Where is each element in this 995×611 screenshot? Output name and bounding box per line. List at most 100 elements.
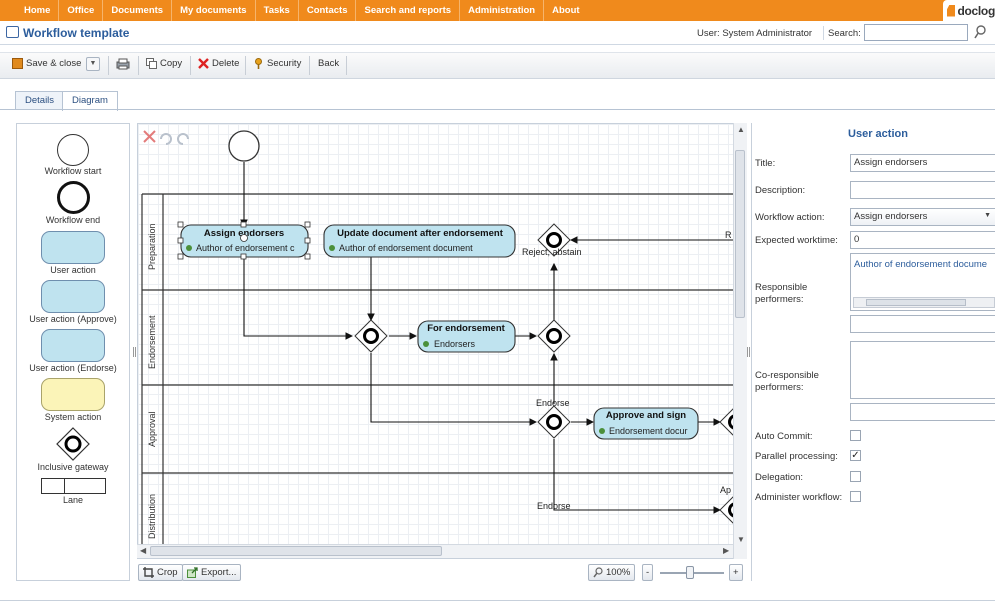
export-button[interactable]: Export... <box>182 564 242 581</box>
tab-diagram[interactable]: Diagram <box>62 91 118 111</box>
workflow-diagram[interactable]: Preparation Endorsement Approval Distrib… <box>138 124 747 559</box>
workflow-template-icon <box>6 26 19 38</box>
palette-label-inclusive-gateway: Inclusive gateway <box>37 462 109 472</box>
properties-splitter-grip[interactable] <box>747 347 750 357</box>
co-responsible-performers-list[interactable] <box>850 341 995 399</box>
user-icon <box>599 428 605 434</box>
nav-office[interactable]: Office <box>59 0 104 21</box>
lane-endorsement[interactable]: Endorsement <box>147 315 157 369</box>
toolbar-separator <box>108 56 109 75</box>
palette-label-system-action: System action <box>44 412 102 422</box>
back-button[interactable]: Back <box>318 58 339 69</box>
lane-distribution[interactable]: Distribution <box>147 494 157 539</box>
palette-user-action-approve[interactable] <box>41 280 105 313</box>
export-icon <box>187 567 198 578</box>
footer-divider <box>0 600 995 601</box>
logo-text: doclog <box>957 3 995 18</box>
zoom-reset-button[interactable]: 100% <box>588 564 636 581</box>
node-update-document[interactable]: Update document after endorsement Author… <box>323 224 516 258</box>
gateway-reject[interactable] <box>537 223 571 257</box>
palette-workflow-start[interactable] <box>57 134 89 166</box>
scroll-right-icon[interactable]: ▶ <box>723 546 730 555</box>
search-icon[interactable] <box>974 25 986 39</box>
security-label: Security <box>267 58 302 69</box>
nav-tasks[interactable]: Tasks <box>256 0 299 21</box>
search-label: Search: <box>828 28 861 39</box>
toolbar-separator <box>190 56 191 75</box>
palette-user-action[interactable] <box>41 231 105 264</box>
undo-icon[interactable] <box>160 133 172 145</box>
nav-administration[interactable]: Administration <box>460 0 545 21</box>
responsible-performer-item[interactable]: Author of endorsement docume <box>854 259 988 270</box>
search-input[interactable] <box>864 24 968 41</box>
palette-system-action[interactable] <box>41 378 105 411</box>
delete-label: Delete <box>212 58 240 69</box>
zoom-slider-thumb[interactable] <box>686 566 694 579</box>
responsible-performers-add-field[interactable] <box>850 315 995 333</box>
nav-contacts[interactable]: Contacts <box>299 0 357 21</box>
edge-label-reject-abstain: Reject, abstain <box>522 247 582 257</box>
delegation-checkbox[interactable] <box>850 471 861 482</box>
node-approve-and-sign-title: Approve and sign <box>606 410 686 421</box>
auto-commit-checkbox[interactable] <box>850 430 861 441</box>
nav-home[interactable]: Home <box>0 0 60 21</box>
nav-documents[interactable]: Documents <box>103 0 173 21</box>
canvas-vertical-scroll-thumb[interactable] <box>735 150 745 318</box>
description-label: Description: <box>755 185 806 196</box>
save-close-button[interactable]: Save & close <box>12 58 81 69</box>
responsible-list-hscrollbar[interactable] <box>853 297 995 308</box>
palette-user-action-endorse[interactable] <box>41 329 105 362</box>
tab-details[interactable]: Details <box>15 91 65 110</box>
scroll-down-icon[interactable]: ▼ <box>737 535 745 544</box>
palette-splitter-grip[interactable] <box>133 347 136 357</box>
save-options-dropdown-icon[interactable]: ▼ <box>86 57 100 71</box>
edge-label-endorse-distribution: Endorse <box>537 501 571 511</box>
copy-icon <box>146 58 157 69</box>
zoom-in-button[interactable]: + <box>729 564 743 581</box>
nav-my-documents[interactable]: My documents <box>172 0 256 21</box>
print-icon[interactable] <box>116 58 130 70</box>
canvas-delete-icon[interactable] <box>143 130 156 143</box>
palette-lane[interactable] <box>41 478 106 494</box>
node-approve-and-sign[interactable]: Approve and sign Endorsement docur <box>593 407 699 440</box>
scroll-left-icon[interactable]: ◀ <box>140 546 147 555</box>
gateway-endorsement-split[interactable] <box>537 319 571 353</box>
palette-label-user-action: User action <box>50 265 96 275</box>
gateway-approval[interactable] <box>537 405 571 439</box>
canvas-horizontal-scroll-thumb[interactable] <box>150 546 442 556</box>
crop-button[interactable]: Crop <box>138 564 183 581</box>
security-button[interactable]: Security <box>253 58 301 69</box>
selection-handles[interactable] <box>177 221 311 260</box>
start-event[interactable] <box>228 130 260 162</box>
edge-label-ap: Ap <box>720 485 731 495</box>
description-field[interactable] <box>850 181 995 199</box>
copy-button[interactable]: Copy <box>146 58 182 69</box>
node-for-endorsement[interactable]: For endorsement Endorsers <box>417 320 516 353</box>
palette-label-workflow-start: Workflow start <box>44 166 102 176</box>
delegation-label: Delegation: <box>755 472 804 483</box>
title-field[interactable]: Assign endorsers <box>850 154 995 172</box>
node-assign-endorsers[interactable]: Assign endorsers Author of endorsement c <box>177 221 311 260</box>
gateway-endorsement-join[interactable] <box>354 319 388 353</box>
redo-icon[interactable] <box>177 133 189 145</box>
co-responsible-performers-label: Co-responsible performers: <box>755 370 819 393</box>
administer-workflow-checkbox[interactable] <box>850 491 861 502</box>
palette-inclusive-gateway[interactable] <box>56 427 90 461</box>
administer-workflow-label: Administer workflow: <box>755 492 843 503</box>
parallel-processing-checkbox[interactable]: ✓ <box>850 450 861 461</box>
toolbar-separator <box>346 56 347 75</box>
lane-approval[interactable]: Approval <box>147 411 157 447</box>
expected-worktime-field[interactable]: 0 <box>850 231 995 249</box>
responsible-performers-list[interactable]: Author of endorsement docume <box>850 253 995 311</box>
palette-workflow-end[interactable] <box>57 181 90 214</box>
workflow-action-select[interactable]: Assign endorsers ▼ <box>850 208 995 226</box>
nav-about[interactable]: About <box>552 5 580 16</box>
scroll-up-icon[interactable]: ▲ <box>737 125 745 134</box>
diagram-canvas[interactable]: Preparation Endorsement Approval Distrib… <box>137 123 747 559</box>
zoom-out-button[interactable]: - <box>642 564 654 581</box>
lane-preparation[interactable]: Preparation <box>147 223 157 270</box>
co-responsible-performers-add-field[interactable] <box>850 403 995 421</box>
nav-search-and-reports[interactable]: Search and reports <box>356 0 461 21</box>
doclog-logo: doclog <box>943 0 995 21</box>
delete-button[interactable]: Delete <box>198 58 239 69</box>
